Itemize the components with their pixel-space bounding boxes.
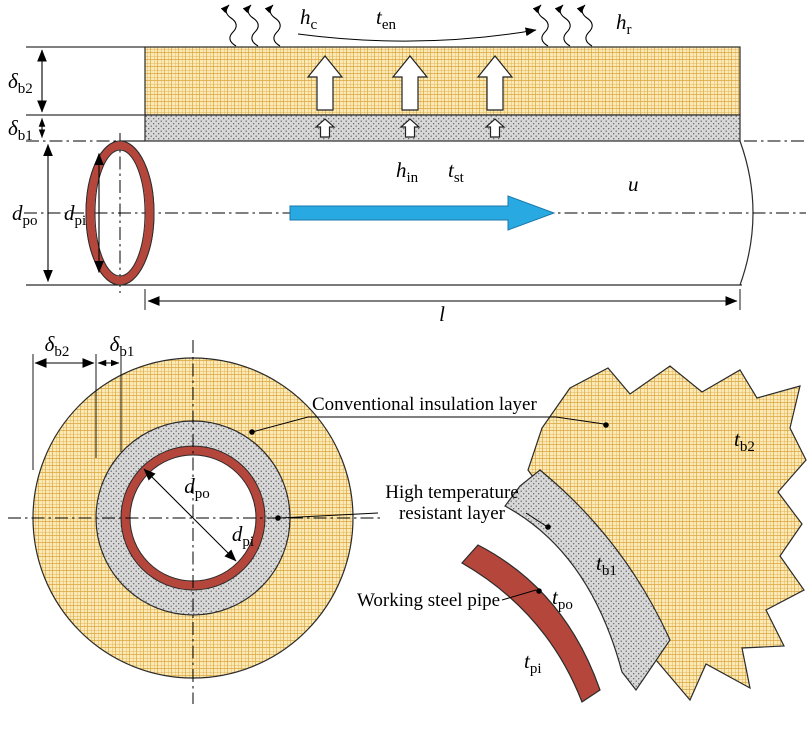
heat-flux-arrow-small <box>399 118 421 138</box>
label-steel-pipe: Working steel pipe <box>357 590 500 611</box>
radiation-squiggle-icon <box>582 5 592 46</box>
convection-arrow <box>297 27 537 42</box>
heat-flux-arrow-small <box>314 118 336 138</box>
radiation-squiggle-icon <box>226 5 236 46</box>
radiation-squiggle-icon <box>538 5 548 46</box>
cross-section: δb2 δb1 dpo dpi <box>8 332 384 704</box>
radiation-squiggle-icon <box>248 5 258 46</box>
heat-flux-arrow <box>306 55 344 111</box>
label-t-st: tst <box>448 158 465 186</box>
label-h-c: hc <box>300 5 318 33</box>
radiation-squiggles <box>226 5 592 46</box>
label-t-en: ten <box>376 5 397 33</box>
leader-dot <box>603 422 609 428</box>
arrow-d-pi <box>192 517 237 562</box>
label-delta-b1-cross: δb1 <box>110 332 135 360</box>
label-d-po: dpo <box>12 201 38 229</box>
leader-dot <box>275 515 281 521</box>
longitudinal-section: δb2 δb1 dpo dpi l hin tst u <box>8 5 806 326</box>
label-h-in: hin <box>396 158 419 186</box>
leader-dot <box>249 429 255 435</box>
arrow-d-po <box>143 468 194 519</box>
label-t-b2: tb2 <box>734 427 755 455</box>
label-conventional-layer: Conventional insulation layer <box>312 394 537 415</box>
leader-htr-layer-left <box>279 512 379 519</box>
leader-conventional-layer <box>251 416 605 433</box>
label-d-pi: dpi <box>64 201 86 229</box>
label-t-b1: tb1 <box>596 551 617 579</box>
radiation-squiggle-icon <box>270 5 280 46</box>
pipe-end-ellipse-outline <box>85 140 155 286</box>
detail-view: tb2 tb1 tpo tpi <box>461 365 807 703</box>
leader-htr-layer-right <box>525 512 547 527</box>
leader-dot <box>545 524 551 530</box>
label-t-po: tpo <box>552 585 573 613</box>
label-delta-b2-cross: δb2 <box>45 332 70 360</box>
heat-flux-arrow <box>476 55 514 111</box>
detail-steel-band <box>461 544 601 703</box>
heat-flux-arrow <box>391 55 429 111</box>
label-delta-b1: δb1 <box>8 116 33 144</box>
label-d-po-cross: dpo <box>184 474 210 502</box>
leader-steel-pipe <box>501 589 537 601</box>
heat-flux-arrows <box>306 55 514 138</box>
steam-flow-arrow <box>289 195 556 231</box>
steel-pipe-ring <box>86 141 154 285</box>
high-temperature-resistant-band <box>144 114 741 142</box>
label-h-r: hr <box>616 10 632 38</box>
radiation-squiggle-icon <box>560 5 570 46</box>
leader-labels: Conventional insulation layer High tempe… <box>249 394 609 611</box>
label-u: u <box>628 172 639 196</box>
label-htr-layer-line1: High temperature <box>385 482 518 503</box>
label-d-pi-cross: dpi <box>232 522 254 550</box>
leader-dot <box>536 588 542 594</box>
conventional-insulation-band <box>144 46 741 116</box>
heat-flux-arrow-small <box>484 118 506 138</box>
label-t-pi: tpi <box>524 649 542 677</box>
label-delta-b2: δb2 <box>8 69 33 97</box>
label-length: l <box>439 302 445 326</box>
label-htr-layer-line2: resistant layer <box>399 503 506 524</box>
